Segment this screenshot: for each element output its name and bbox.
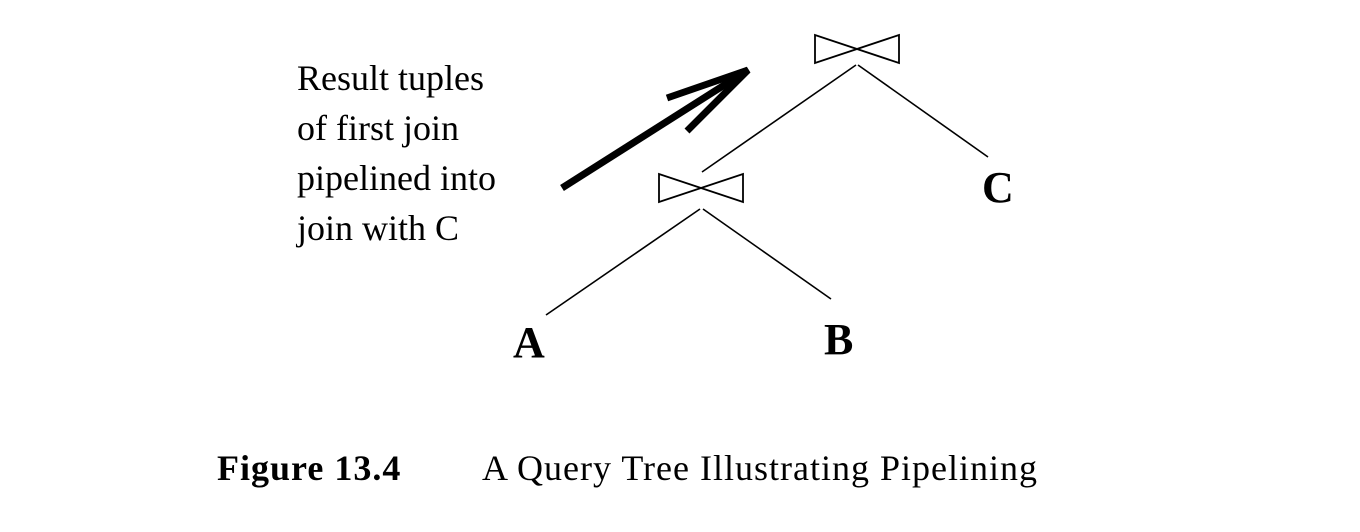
edge-top-to-lower-join (701, 64, 857, 173)
annotation: Result tuples of first join pipelined in… (295, 58, 496, 248)
relation-a-label: A (513, 318, 545, 367)
figure-caption: Figure 13.4 A Query Tree Illustrating Pi… (217, 448, 1038, 488)
annotation-line-3: pipelined into (297, 158, 496, 198)
edge-lower-to-b (702, 208, 832, 300)
lower-join-icon (658, 172, 744, 204)
caption-label: Figure 13.4 (217, 448, 401, 488)
annotation-line-4: join with C (295, 208, 459, 248)
edge-lower-to-a (545, 208, 701, 316)
relation-c-label: C (982, 163, 1014, 212)
bold-arrow-icon (560, 66, 751, 191)
annotation-line-2: of first join (297, 108, 459, 148)
edge-top-to-c (857, 64, 989, 158)
relation-b-label: B (824, 315, 853, 364)
caption-text: A Query Tree Illustrating Pipelining (482, 448, 1038, 488)
tree-edges (545, 64, 989, 316)
annotation-line-1: Result tuples (297, 58, 484, 98)
top-join-icon (814, 33, 900, 65)
